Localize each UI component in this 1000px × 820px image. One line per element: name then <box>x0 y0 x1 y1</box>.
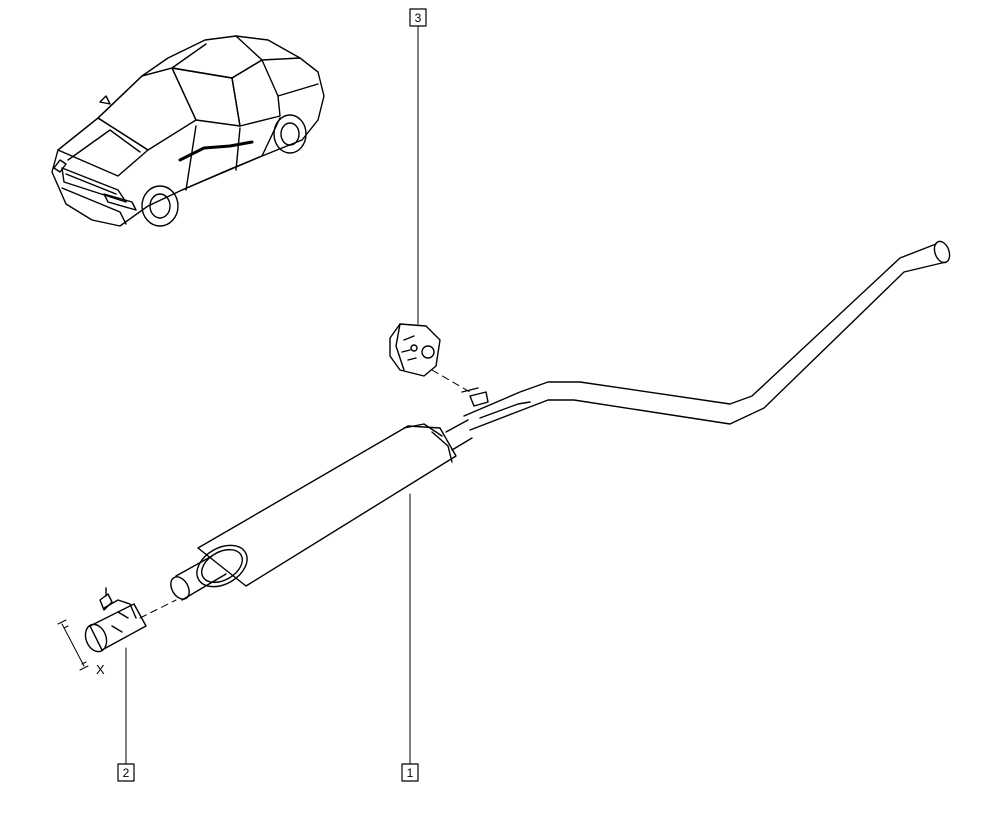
dimension-x: X <box>57 619 105 677</box>
callout-1: 1 <box>401 763 419 782</box>
dimension-label: X <box>96 662 105 677</box>
callout-label: 1 <box>407 766 414 780</box>
exhaust-pipe-icon <box>170 240 951 601</box>
callout-label: 2 <box>123 766 130 780</box>
assembly-lines <box>139 369 471 619</box>
leader-lines <box>125 25 419 765</box>
clamp-icon <box>84 587 147 653</box>
callout-label: 3 <box>415 11 422 25</box>
sedan-locator-icon <box>51 35 325 227</box>
callout-3: 3 <box>409 8 427 27</box>
callout-2: 2 <box>117 763 135 782</box>
rubber-mount-icon <box>389 323 441 377</box>
